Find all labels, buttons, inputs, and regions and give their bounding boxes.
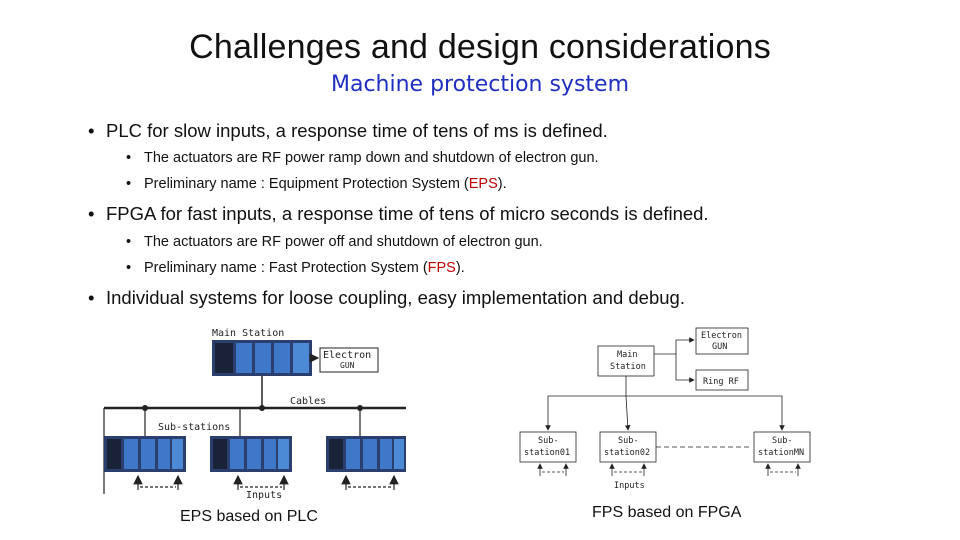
fps-sub2-label-a: Sub- xyxy=(618,436,638,446)
bullet-glyph: • xyxy=(126,260,132,276)
sub-bullet-text-end: ). xyxy=(455,260,465,276)
bullet-individual-systems: • Individual systems for loose coupling, … xyxy=(88,287,685,309)
fps-main-label: Main xyxy=(617,350,637,360)
fps-substation-02-box xyxy=(599,431,657,463)
sub-bullet-text: The actuators are RF power off and shutd… xyxy=(144,234,543,250)
fps-highlight: FPS xyxy=(427,260,456,276)
bullet-text: PLC for slow inputs, a response time of … xyxy=(106,120,608,141)
fps-ring-rf-box xyxy=(695,369,749,391)
bullet-glyph: • xyxy=(88,120,95,141)
fps-inputs-label: Inputs xyxy=(614,481,645,491)
bullet-text: FPGA for fast inputs, a response time of… xyxy=(106,203,709,224)
eps-main-station-label: Main Station xyxy=(212,328,284,339)
eps-inputs-label: Inputs xyxy=(246,490,282,501)
bullet-text: Individual systems for loose coupling, e… xyxy=(106,287,685,308)
eps-substation-rack-1 xyxy=(104,436,186,472)
bullet-glyph: • xyxy=(126,176,132,192)
eps-substation-rack-2 xyxy=(210,436,292,472)
sub-bullet-fps-name: • Preliminary name : Fast Protection Syst… xyxy=(126,260,465,276)
fps-substation-01-box xyxy=(519,431,577,463)
eps-diagram: Main Station Electron GUN Cables Sub-sta… xyxy=(103,328,406,501)
sub-bullet-fps-actuators: • The actuators are RF power off and shut… xyxy=(126,234,543,250)
fps-connectors xyxy=(537,337,801,476)
fps-station-label: Station xyxy=(610,362,646,372)
eps-substation-rack-3 xyxy=(326,436,406,472)
eps-highlight: EPS xyxy=(468,176,498,192)
eps-electron-gun-box xyxy=(319,347,379,373)
fps-sub1-label-b: station01 xyxy=(524,448,570,458)
sub-bullet-text: Preliminary name : Fast Protection Syste… xyxy=(144,260,428,276)
bullet-plc: • PLC for slow inputs, a response time of… xyxy=(88,120,608,142)
eps-substations-label: Sub-stations xyxy=(158,422,230,433)
eps-main-plc-rack xyxy=(212,340,312,376)
fps-sub2-label-b: station02 xyxy=(604,448,650,458)
fps-sub1-label-a: Sub- xyxy=(538,436,558,446)
fps-electron-label: Electron xyxy=(701,331,742,341)
sub-bullet-text: Preliminary name : Equipment Protection … xyxy=(144,176,469,192)
fps-gun-label: GUN xyxy=(712,342,727,352)
bullet-fpga: • FPGA for fast inputs, a response time o… xyxy=(88,203,709,225)
slide-subtitle: Machine protection system xyxy=(331,72,629,97)
slide-title: Challenges and design considerations xyxy=(189,28,771,66)
fps-main-station-box xyxy=(597,345,655,377)
eps-electron-label: Electron xyxy=(323,350,371,361)
bullet-glyph: • xyxy=(88,203,95,224)
bullet-glyph: • xyxy=(88,287,95,308)
eps-caption: EPS based on PLC xyxy=(180,508,318,525)
eps-cables-label: Cables xyxy=(290,396,326,407)
fps-ring-rf-label: Ring RF xyxy=(703,377,739,387)
sub-bullet-text-end: ). xyxy=(497,176,507,192)
eps-gun-label: GUN xyxy=(340,361,355,370)
fps-electron-gun-box xyxy=(695,327,749,355)
eps-input-arrows xyxy=(133,474,399,490)
fps-subn-label-a: Sub- xyxy=(772,436,792,446)
sub-bullet-eps-name: • Preliminary name : Equipment Protection… xyxy=(126,176,507,192)
bullet-glyph: • xyxy=(126,150,132,166)
fps-substation-mn-box xyxy=(753,431,811,463)
bullet-glyph: • xyxy=(126,234,132,250)
sub-bullet-text: The actuators are RF power ramp down and… xyxy=(144,150,599,166)
fps-subn-label-b: stationMN xyxy=(758,448,804,458)
fps-caption: FPS based on FPGA xyxy=(592,504,742,521)
sub-bullet-eps-actuators: • The actuators are RF power ramp down an… xyxy=(126,150,599,166)
fps-diagram: Electron GUN Main Station Ring RF Sub- s… xyxy=(519,327,811,491)
